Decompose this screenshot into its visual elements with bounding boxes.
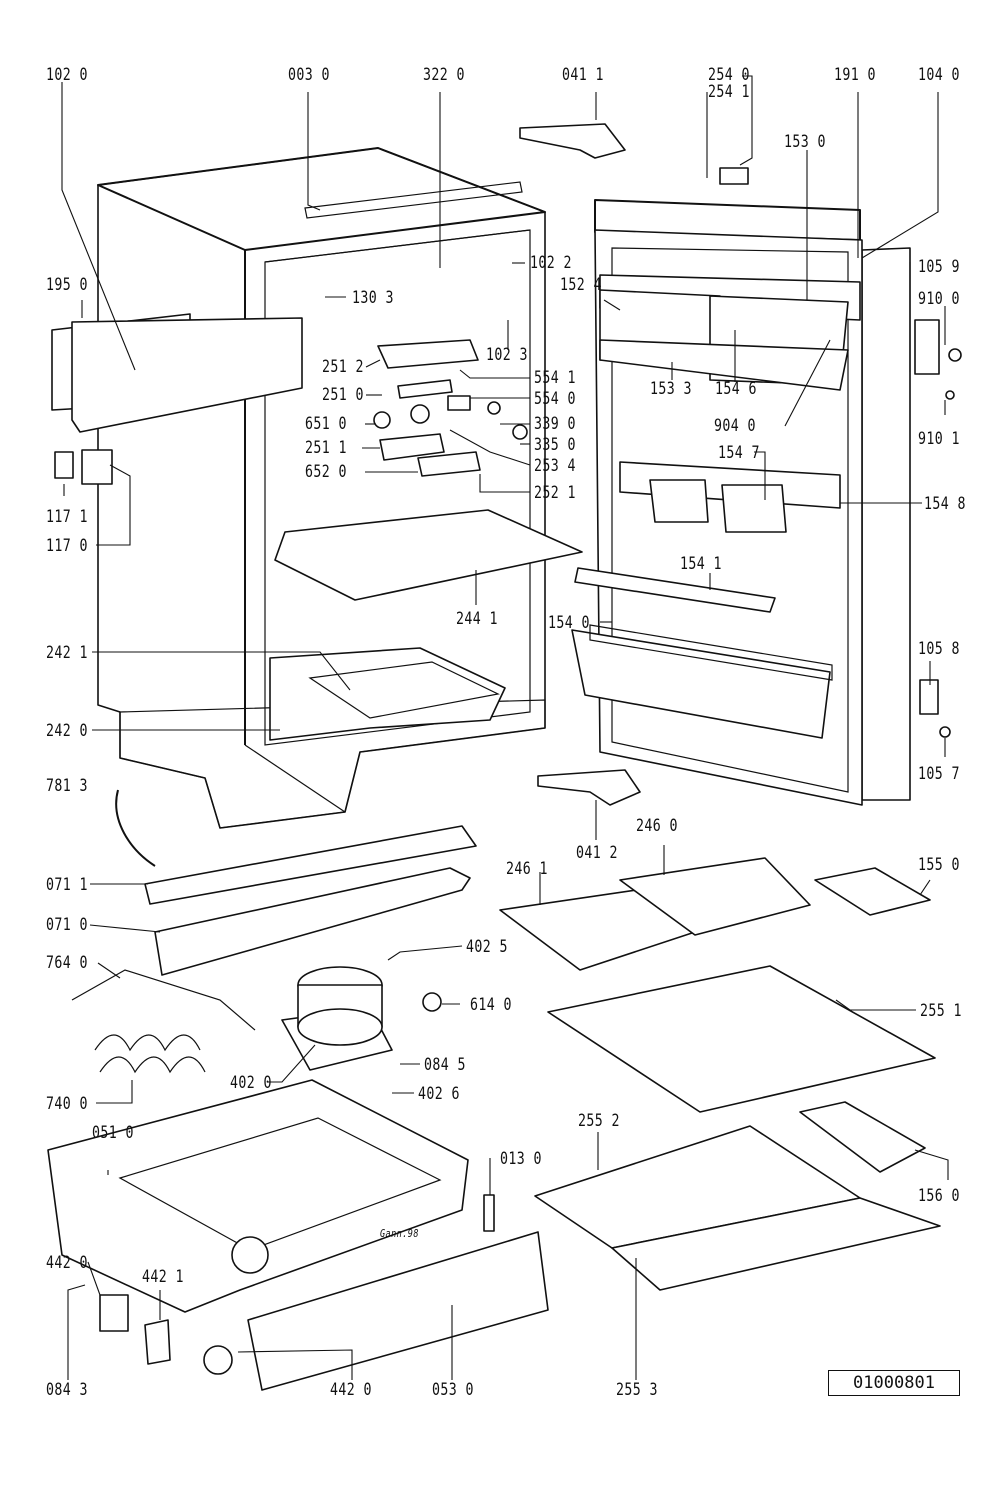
hinge-bottom [537,769,641,806]
label-154-8: 154 8 [924,494,966,514]
label-339-0: 339 0 [534,414,576,434]
label-084-3: 084 3 [46,1380,88,1400]
door-stop-part [914,319,940,375]
label-102-3: 102 3 [486,345,528,365]
hinge-top [519,123,626,159]
label-154-7: 154 7 [718,443,760,463]
label-652-0: 652 0 [305,462,347,482]
light-housing [373,339,528,477]
label-554-1: 554 1 [534,368,576,388]
label-053-0: 053 0 [432,1380,474,1400]
label-242-1: 242 1 [46,643,88,663]
label-781-3: 781 3 [46,776,88,796]
crisper-drawers [269,647,506,741]
cover-strip-071-1 [144,825,477,905]
compressor [281,966,393,1071]
label-251-0: 251 0 [322,385,364,405]
label-402-6: 402 6 [418,1084,460,1104]
label-614-0: 614 0 [470,995,512,1015]
label-910-0: 910 0 [918,289,960,309]
cover-strip-071-0 [154,867,471,976]
label-402-0: 402 0 [230,1073,272,1093]
label-071-0: 071 0 [46,915,88,935]
label-255-3: 255 3 [616,1380,658,1400]
label-402-5: 402 5 [466,937,508,957]
label-442-0-left: 442 0 [46,1253,88,1273]
label-102-0: 102 0 [46,65,88,85]
label-155-0: 155 0 [918,855,960,875]
label-154-1: 154 1 [680,554,722,574]
relay-614 [422,992,442,1012]
glass-shelf-255-3 [611,1197,941,1291]
drain-hose [115,789,156,867]
label-152-4: 152 4 [560,275,602,295]
glass-shelf-upper [274,509,583,601]
clip-254 [719,167,749,185]
label-442-0-bottom: 442 0 [330,1380,372,1400]
base-tray [47,1079,469,1313]
label-904-0: 904 0 [714,416,756,436]
label-244-1: 244 1 [456,609,498,629]
label-084-5: 084 5 [424,1055,466,1075]
label-242-0: 242 0 [46,721,88,741]
label-254-1: 254 1 [708,82,750,102]
screw-910-1 [945,390,955,400]
label-246-1: 246 1 [506,859,548,879]
label-102-2: 102 2 [530,253,572,273]
label-251-1: 251 1 [305,438,347,458]
label-104-0: 104 0 [918,65,960,85]
label-255-2: 255 2 [578,1111,620,1131]
artist-mark: Gann.98 [380,1227,419,1240]
label-041-2: 041 2 [576,843,618,863]
screw-910-0 [948,348,962,362]
door-stop-part-lower [919,679,939,715]
label-105-7: 105 7 [918,764,960,784]
label-013-0: 013 0 [500,1149,542,1169]
fan-motor [99,1294,233,1375]
label-554-0: 554 0 [534,389,576,409]
label-071-1: 071 1 [46,875,88,895]
label-117-0: 117 0 [46,536,88,556]
label-003-0: 003 0 [288,65,330,85]
label-153-0: 153 0 [784,132,826,152]
label-117-1: 117 1 [46,507,88,527]
label-253-4: 253 4 [534,456,576,476]
label-246-0: 246 0 [636,816,678,836]
label-156-0: 156 0 [918,1186,960,1206]
screw-105-7 [939,726,951,738]
label-322-0: 322 0 [423,65,465,85]
label-910-1: 910 1 [918,429,960,449]
label-105-8: 105 8 [918,639,960,659]
label-154-6: 154 6 [715,379,757,399]
ice-tray [799,1101,926,1173]
label-195-0: 195 0 [46,275,88,295]
label-254-0: 254 0 [708,65,750,85]
label-764-0: 764 0 [46,953,88,973]
label-105-9: 105 9 [918,257,960,277]
freezer-flap [51,313,303,485]
label-255-1: 255 1 [920,1001,962,1021]
label-740-0: 740 0 [46,1094,88,1114]
label-154-0: 154 0 [548,613,590,633]
leader-lines [61,75,949,1380]
glass-shelf-246-0 [619,857,811,936]
label-335-0: 335 0 [534,435,576,455]
label-251-2: 251 2 [322,357,364,377]
label-442-1: 442 1 [142,1267,184,1287]
door [571,199,911,806]
label-051-0: 051 0 [92,1123,134,1143]
glass-shelf-255-1 [547,965,936,1113]
label-130-3: 130 3 [352,288,394,308]
label-651-0: 651 0 [305,414,347,434]
reference-number-box: 01000801 [828,1370,960,1396]
screw-013 [483,1194,495,1232]
label-153-3: 153 3 [650,379,692,399]
label-191-0: 191 0 [834,65,876,85]
label-252-1: 252 1 [534,483,576,503]
egg-tray [814,867,931,916]
condenser-coil [71,969,256,1074]
label-041-1: 041 1 [562,65,604,85]
